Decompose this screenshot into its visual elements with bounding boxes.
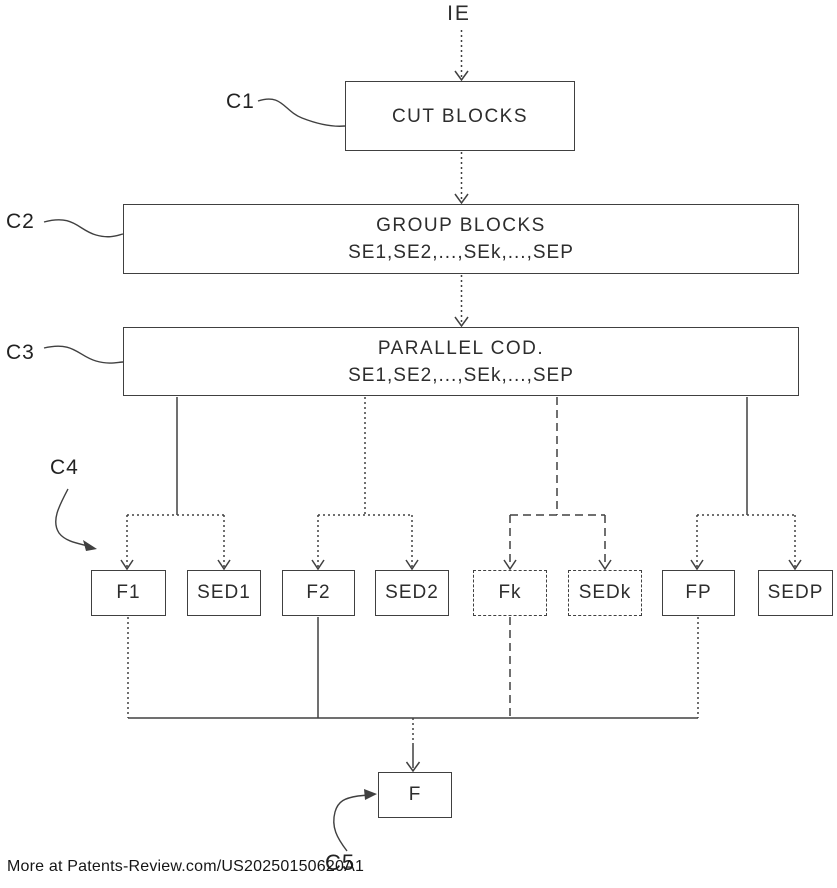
group-blocks-subtitle: SE1,SE2,...,SEk,...,SEP: [348, 242, 574, 263]
box-sedk: SEDk: [568, 570, 642, 616]
branch-drops: [176, 397, 748, 515]
box-fp: FP: [662, 570, 735, 616]
parallel-cod-subtitle: SE1,SE2,...,SEk,...,SEP: [348, 364, 574, 386]
box-sed1: SED1: [187, 570, 261, 616]
group-blocks-box: GROUP BLOCKS SE1,SE2,...,SEk,...,SEP: [123, 204, 799, 274]
watermark-text: More at Patents-Review.com/US20250150620…: [7, 858, 365, 875]
branch-arms: [120, 515, 802, 571]
arrow-group-to-parallel: [454, 275, 469, 328]
convergence-drops: [127, 617, 699, 719]
arrow-ie-to-cut: [454, 30, 469, 82]
box-f2-label: F2: [306, 582, 331, 603]
parallel-cod-title: PARALLEL COD.: [377, 337, 545, 359]
arrow-cut-to-group: [454, 152, 469, 205]
callout-c4: C4: [50, 456, 79, 479]
output-f-label: F: [408, 784, 422, 805]
cut-blocks-box: CUT BLOCKS: [345, 81, 575, 151]
box-fp-label: FP: [685, 582, 712, 603]
box-sedp-label: SEDP: [767, 582, 824, 603]
arrow-to-output-f: [405, 718, 421, 773]
box-f1-label: F1: [116, 582, 141, 603]
box-fk-label: Fk: [498, 582, 522, 603]
callout-c5: C5: [325, 850, 356, 875]
cut-blocks-label: CUT BLOCKS: [391, 105, 529, 127]
callout-c2: C2: [6, 210, 35, 233]
box-f2: F2: [282, 570, 355, 616]
box-sedp: SEDP: [758, 570, 833, 616]
box-sed2: SED2: [375, 570, 449, 616]
callout-leaders: [43, 98, 377, 852]
box-sed2-label: SED2: [385, 582, 439, 603]
group-blocks-title: GROUP BLOCKS: [376, 215, 546, 236]
box-sedk-label: SEDk: [578, 582, 632, 603]
box-f1: F1: [91, 570, 166, 616]
output-f-box: F: [378, 772, 452, 818]
callout-c1: C1: [226, 90, 255, 113]
parallel-cod-box: PARALLEL COD. SE1,SE2,...,SEk,...,SEP: [123, 327, 799, 396]
box-fk: Fk: [473, 570, 547, 616]
input-label-ie: IE: [447, 2, 471, 25]
callout-c3: C3: [6, 341, 35, 364]
box-sed1-label: SED1: [197, 582, 251, 603]
